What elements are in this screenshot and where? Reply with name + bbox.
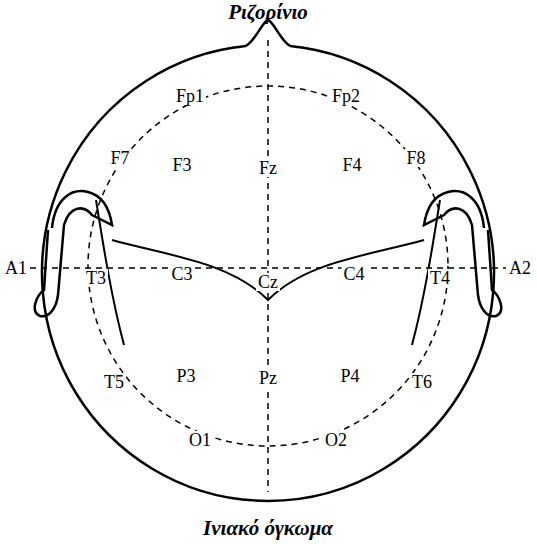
electrode-label: P3 — [174, 367, 197, 385]
electrode-label: O2 — [323, 431, 349, 449]
electrode-label: T4 — [428, 269, 452, 287]
midline — [267, 40, 269, 492]
electrode-label: T5 — [102, 373, 126, 391]
title: Ριζορίνιο — [228, 2, 308, 23]
electrode-label: A2 — [507, 259, 533, 277]
left-ear — [35, 191, 112, 316]
electrode-label: Cz — [256, 273, 280, 291]
electrode-label: T6 — [410, 373, 434, 391]
caption: Ινιακό όγκωμα — [203, 518, 333, 539]
electrode-label: O1 — [187, 431, 213, 449]
electrode-label: T3 — [84, 269, 108, 287]
head-outline — [42, 46, 494, 501]
electrode-label: Fz — [257, 159, 279, 177]
electrode-label: F8 — [404, 149, 427, 167]
electrode-label: Pz — [257, 369, 279, 387]
electrode-label: C4 — [341, 265, 366, 283]
electrode-label: C3 — [169, 265, 194, 283]
electrode-label: Fp1 — [174, 87, 206, 105]
right-ear — [424, 191, 501, 316]
electrode-label: P4 — [338, 367, 361, 385]
electrode-label: F3 — [170, 156, 193, 174]
electrode-label: F7 — [108, 149, 131, 167]
electrode-label: Fp2 — [330, 87, 362, 105]
electrode-label: A1 — [3, 259, 29, 277]
electrode-label: F4 — [340, 156, 363, 174]
